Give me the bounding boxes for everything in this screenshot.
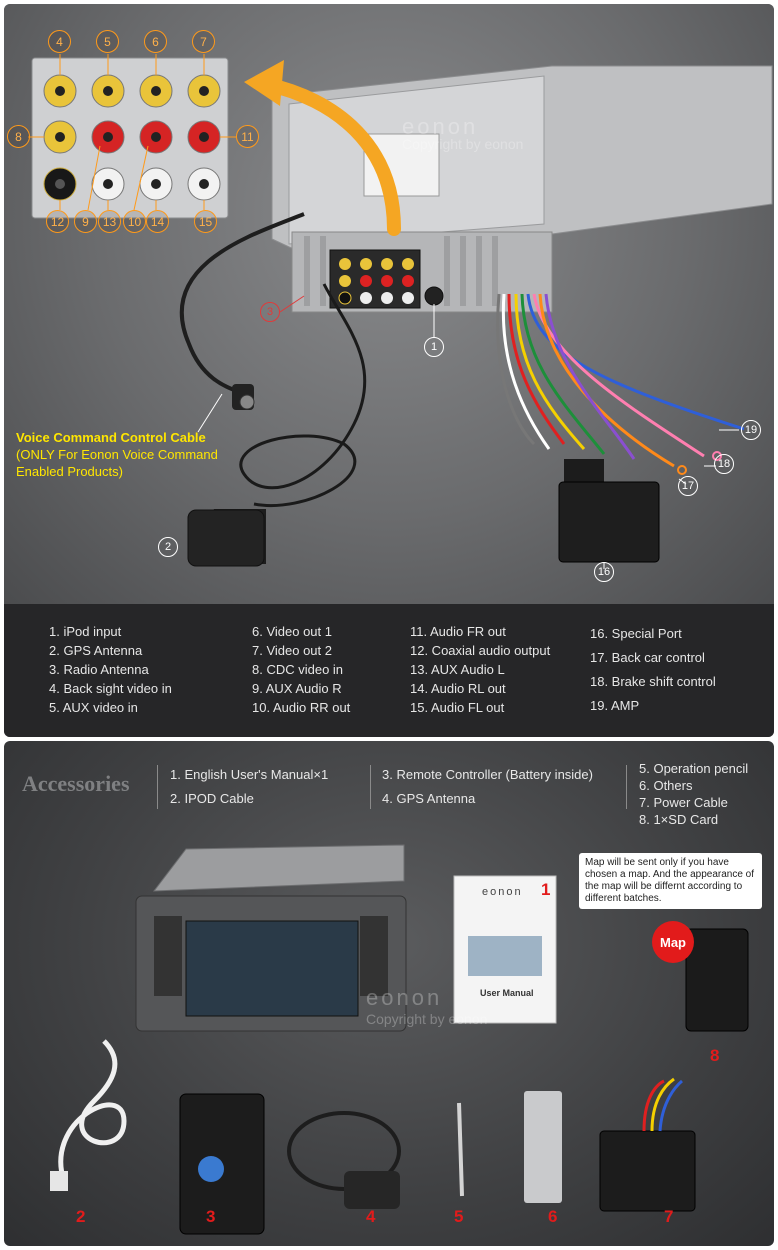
unit-rear-photo: 4 5 6 7 8 11 12 9 13 10 14 15 3 1 2 16 1… (4, 4, 774, 604)
item-number-7: 7 (664, 1207, 674, 1226)
callout-1: 1 (424, 337, 444, 357)
legend-item: 16. Special Port (590, 626, 682, 641)
legend-item: 10. Audio RR out (252, 700, 351, 715)
callout-2: 2 (158, 537, 178, 557)
legend-item: 2. GPS Antenna (49, 643, 143, 658)
divider (370, 765, 371, 809)
item-number-6: 6 (548, 1207, 558, 1226)
map-note: Map will be sent only if you have chosen… (579, 853, 762, 909)
legend-item: 13. AUX Audio L (410, 662, 505, 677)
accessories-column-2: 3. Remote Controller (Battery inside) 4.… (382, 763, 593, 811)
callout-8: 8 (7, 125, 30, 148)
legend-item: 1. iPod input (49, 624, 122, 639)
legend-item: 7. Video out 2 (252, 643, 332, 658)
callout-16: 16 (594, 562, 614, 582)
callout-9: 9 (74, 210, 97, 233)
divider (626, 765, 627, 809)
legend-item: 3. Radio Antenna (49, 662, 149, 677)
legend-item: 9. AUX Audio R (252, 681, 342, 696)
callout-17: 17 (678, 476, 698, 496)
callout-3: 3 (260, 302, 280, 322)
accessory-item: 1. English User's Manual×1 (170, 767, 329, 782)
legend-item: 15. Audio FL out (410, 700, 505, 715)
legend-item: 14. Audio RL out (410, 681, 506, 696)
legend-item: 12. Coaxial audio output (410, 643, 551, 658)
accessory-item: 6. Others (639, 778, 693, 793)
accessories-column-1: 1. English User's Manual×1 2. IPOD Cable (170, 763, 328, 811)
legend-item: 6. Video out 1 (252, 624, 332, 639)
legend-column-4: 16. Special Port 17. Back car control 18… (590, 622, 716, 718)
item-number-5: 5 (454, 1207, 464, 1226)
voice-cable-note-line1: (ONLY For Eonon Voice Command (16, 447, 218, 462)
accessory-item: 3. Remote Controller (Battery inside) (382, 767, 593, 782)
item-number-4: 4 (366, 1207, 376, 1226)
callout-6: 6 (144, 30, 167, 53)
legend-item: 11. Audio FR out (410, 624, 506, 639)
watermark-copyright: Copyright by eonon (366, 1011, 488, 1027)
voice-cable-label: Voice Command Control Cable (ONLY For Eo… (16, 429, 218, 480)
item-number-3: 3 (206, 1207, 216, 1226)
callout-12: 12 (46, 210, 69, 233)
watermark-copyright: Copyright by eonon (402, 136, 524, 152)
item-number-1: 1 (541, 880, 551, 899)
legend-item: 17. Back car control (590, 650, 705, 665)
legend-item: 19. AMP (590, 698, 640, 713)
unit-rear-illustration (28, 54, 773, 569)
callout-5: 5 (96, 30, 119, 53)
callout-13: 13 (98, 210, 121, 233)
connection-diagram-panel: 4 5 6 7 8 11 12 9 13 10 14 15 3 1 2 16 1… (4, 4, 774, 737)
callout-15: 15 (194, 210, 217, 233)
divider (157, 765, 158, 809)
item-number-2: 2 (76, 1207, 86, 1226)
voice-cable-title: Voice Command Control Cable (16, 430, 206, 445)
callout-7: 7 (192, 30, 215, 53)
callout-11: 11 (236, 125, 259, 148)
legend-item: 4. Back sight video in (49, 681, 172, 696)
legend-column-1: 1. iPod input 2. GPS Antenna 3. Radio An… (49, 622, 172, 717)
accessory-item: 2. IPOD Cable (170, 791, 254, 806)
callout-14: 14 (146, 210, 169, 233)
callout-18: 18 (714, 454, 734, 474)
legend-column-2: 6. Video out 1 7. Video out 2 8. CDC vid… (252, 622, 350, 717)
legend-column-3: 11. Audio FR out 12. Coaxial audio outpu… (410, 622, 550, 717)
manual-brand: eonon (482, 886, 523, 898)
callout-19: 19 (741, 420, 761, 440)
accessories-title: Accessories (22, 771, 130, 796)
voice-cable-note-line2: Enabled Products) (16, 464, 123, 479)
manual-title: User Manual (480, 988, 534, 998)
connector-legend: 1. iPod input 2. GPS Antenna 3. Radio An… (4, 604, 774, 737)
accessories-panel: Accessories 1. English User's Manual×1 2… (4, 741, 774, 1246)
legend-item: 5. AUX video in (49, 700, 138, 715)
accessory-item: 8. 1×SD Card (639, 812, 719, 827)
watermark-brand: eonon (366, 985, 443, 1010)
callout-10: 10 (123, 210, 146, 233)
legend-item: 8. CDC video in (252, 662, 344, 677)
legend-item: 18. Brake shift control (590, 674, 716, 689)
item-number-8: 8 (710, 1046, 720, 1065)
map-badge: Map (652, 921, 694, 963)
accessory-item: 5. Operation pencil (639, 761, 749, 776)
accessories-illustration (50, 844, 749, 1235)
accessories-column-3: 5. Operation pencil 6. Others 7. Power C… (639, 760, 748, 828)
callout-4: 4 (48, 30, 71, 53)
accessory-item: 7. Power Cable (639, 795, 728, 810)
accessory-item: 4. GPS Antenna (382, 791, 476, 806)
watermark-brand: eonon (402, 114, 479, 139)
